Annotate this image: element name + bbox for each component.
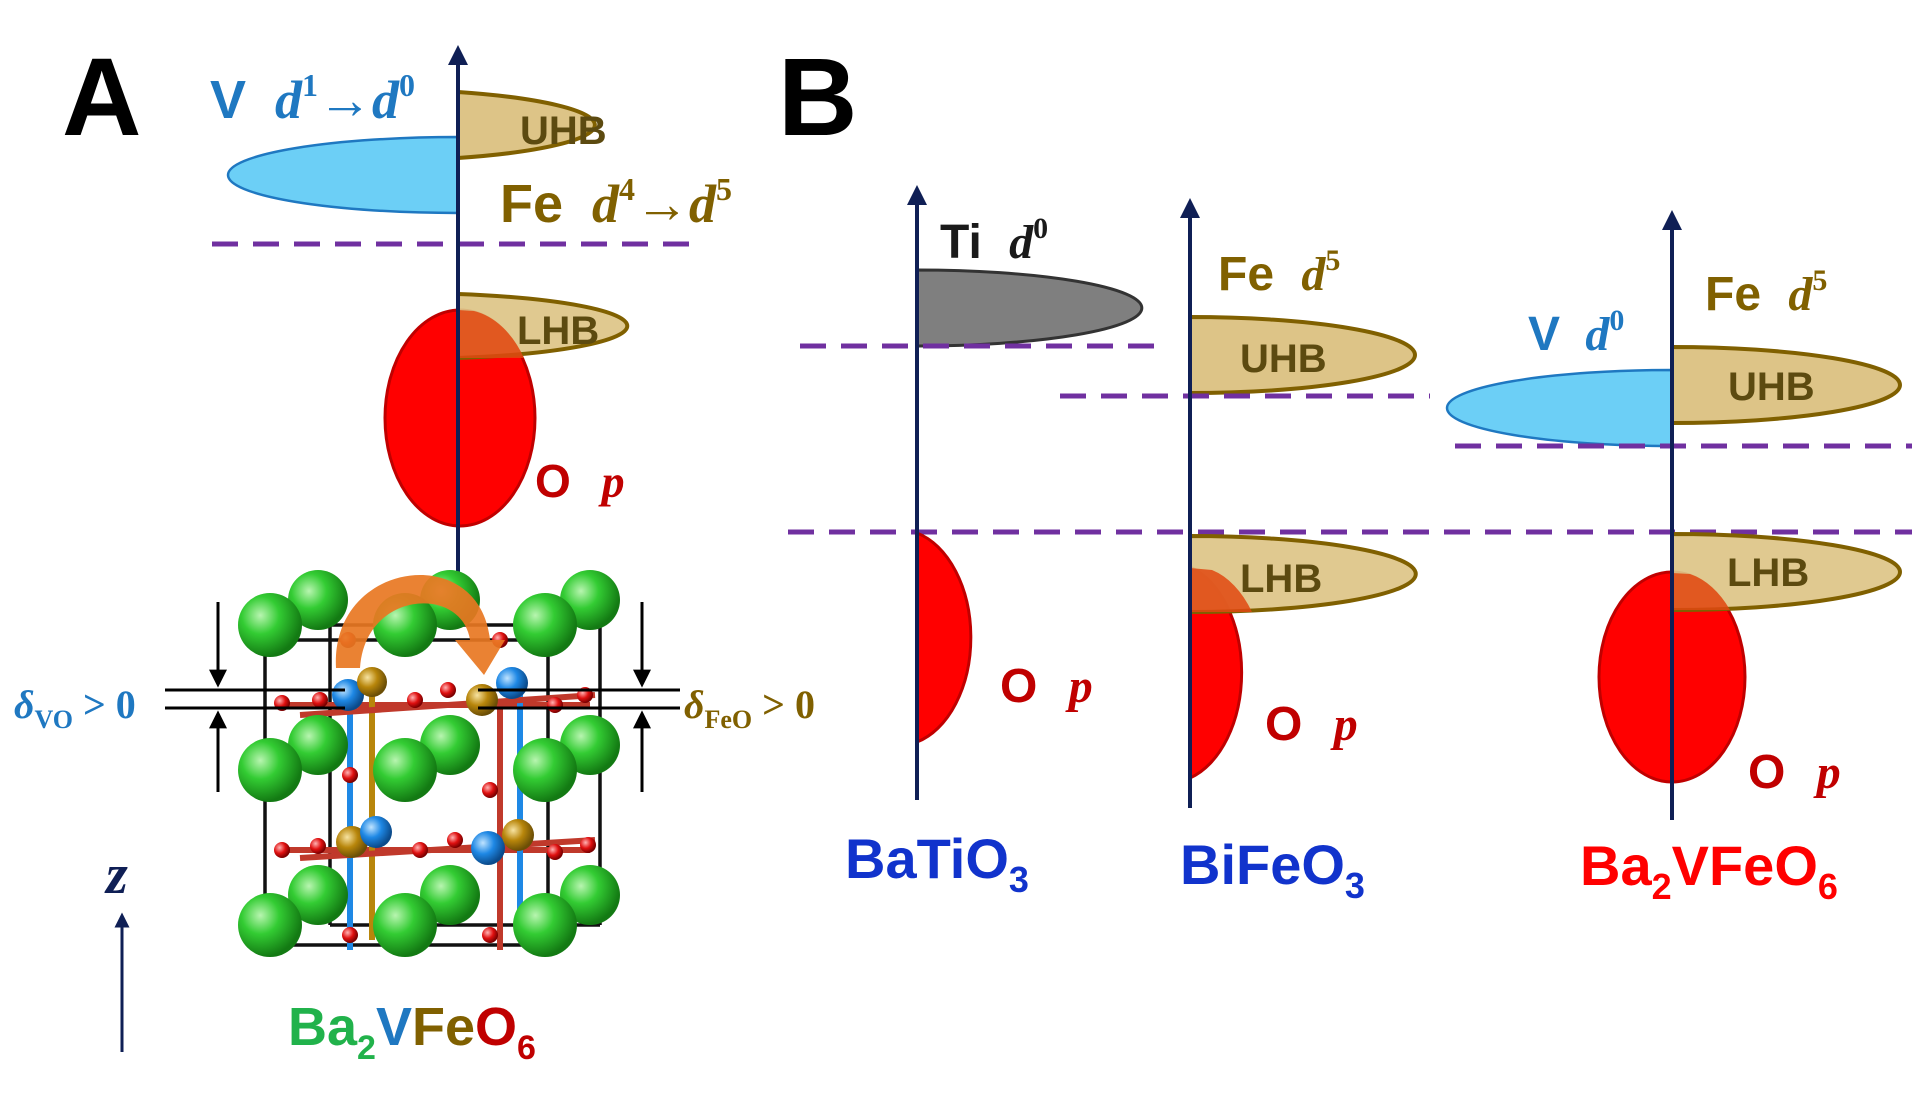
bifeo3-name: BiFeO3 — [1180, 833, 1365, 906]
z-axis-label: z — [104, 844, 128, 906]
bifeo3-o-p-label: O p — [1265, 698, 1358, 751]
ba2vfeo6-fe-label: Fe d5 — [1705, 264, 1827, 321]
ba2vfeo6-diagram: UHB LHB V d0 Fe d5 O p Ba2VFeO6 — [1445, 210, 1912, 907]
ba2vfeo6-lhb-overlap — [1672, 573, 1730, 610]
batio3-diagram: Ti d0 O p BaTiO3 — [800, 185, 1160, 900]
delta-feo-label: δFeO > 0 — [684, 682, 815, 734]
bifeo3-diagram: UHB LHB Fe d5 O p BiFeO3 — [1060, 198, 1430, 906]
panel-a-letter: A — [62, 36, 141, 159]
delta-feo-marker — [478, 602, 680, 792]
o-atoms — [274, 632, 596, 943]
ba2vfeo6-lhb-band — [1670, 531, 1902, 613]
panel-a-v-label: V d1→d0 — [210, 67, 415, 130]
bifeo3-lhb-band — [1188, 533, 1418, 615]
panel-a-lhb-overlap — [458, 310, 524, 358]
bifeo3-fe-label: Fe d5 — [1218, 244, 1340, 301]
ba2vfeo6-name: Ba2VFeO6 — [1580, 834, 1838, 907]
ba-atoms-front — [238, 593, 577, 957]
panel-a-formula: Ba2VFeO6 — [288, 997, 536, 1067]
bifeo3-lhb-overlap — [1190, 568, 1252, 612]
ba2vfeo6-v-d-band — [1445, 368, 1674, 448]
crystal-structure — [238, 570, 620, 957]
panel-a-o-p-label: O p — [535, 455, 625, 507]
bifeo3-uhb-band — [1188, 314, 1417, 396]
ba2vfeo6-v-label: V d0 — [1528, 304, 1624, 361]
ba2vfeo6-o-p-label: O p — [1748, 746, 1841, 799]
panel-a-lhb-label: LHB — [517, 309, 599, 353]
delta-vo-marker — [165, 602, 345, 792]
ba2vfeo6-uhb-band — [1670, 344, 1902, 426]
panel-a-fe-label: Fe d4→d5 — [500, 171, 732, 234]
panel-a-uhb-band — [456, 89, 597, 161]
batio3-ti-d-band — [915, 268, 1144, 348]
batio3-name: BaTiO3 — [845, 827, 1029, 900]
v-d-band — [226, 135, 460, 215]
batio3-ti-label: Ti d0 — [940, 212, 1048, 269]
charge-transfer-arrow — [335, 574, 505, 675]
bifeo3-uhb-label: UHB — [1240, 337, 1327, 381]
ba2vfeo6-lhb-label: LHB — [1727, 551, 1809, 595]
ba2vfeo6-uhb-label: UHB — [1728, 365, 1815, 409]
batio3-o-p-band — [915, 530, 973, 745]
panel-b-letter: B — [778, 36, 857, 159]
batio3-o-p-label: O p — [1000, 660, 1093, 713]
panel-a-uhb-label: UHB — [520, 109, 607, 153]
delta-vo-label: δVO > 0 — [14, 682, 136, 734]
bifeo3-lhb-label: LHB — [1240, 557, 1322, 601]
